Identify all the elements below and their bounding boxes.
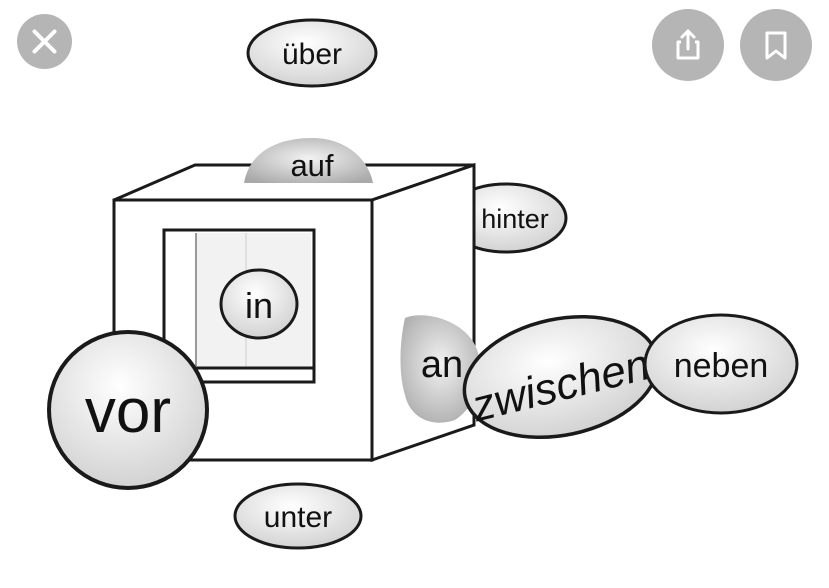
bubble-neben: neben — [643, 313, 799, 415]
bubble-hinter: hinter — [444, 182, 568, 254]
bubble-zwischen: zwischen — [462, 314, 660, 440]
word-in: in — [245, 285, 273, 326]
close-button[interactable] — [17, 14, 72, 69]
share-icon — [652, 9, 724, 81]
word-ueber: über — [282, 38, 342, 71]
bookmark-button[interactable] — [740, 9, 812, 81]
word-vor: vor — [85, 377, 171, 446]
bubble-an: an — [400, 315, 481, 423]
word-neben: neben — [674, 347, 769, 385]
bubble-auf: auf — [244, 138, 373, 183]
bubble-in: in — [219, 268, 299, 340]
bookmark-icon — [740, 9, 812, 81]
word-an: an — [421, 344, 463, 386]
bubble-unter: unter — [233, 482, 363, 550]
word-auf: auf — [290, 148, 333, 183]
share-button[interactable] — [652, 9, 724, 81]
close-icon — [17, 14, 72, 69]
word-unter: unter — [264, 501, 332, 534]
bubble-vor: vor — [47, 330, 209, 490]
word-hinter: hinter — [481, 204, 549, 234]
bubble-ueber: über — [246, 18, 378, 88]
